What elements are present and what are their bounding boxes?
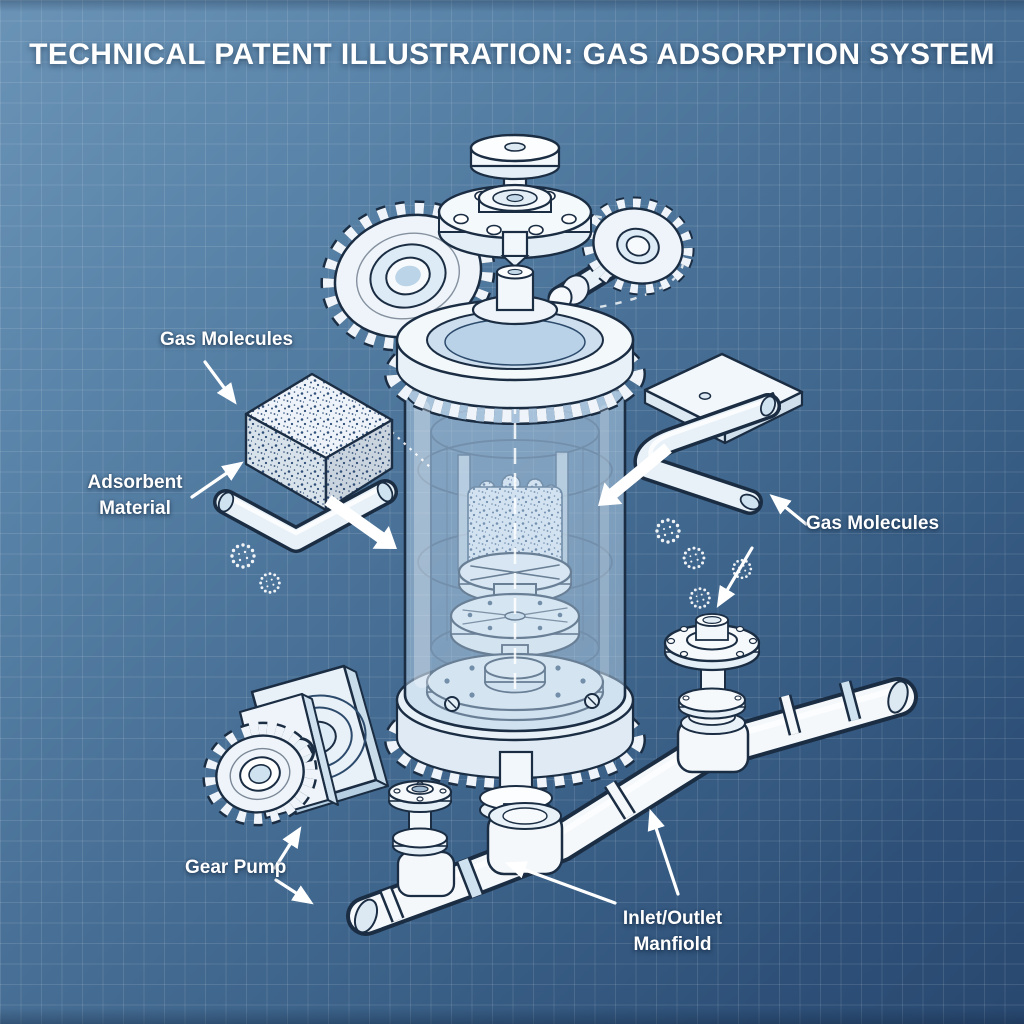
page-title: TECHNICAL PATENT ILLUSTRATION: GAS ADSOR… xyxy=(29,38,995,71)
arrow-gas-molecules-left xyxy=(203,360,237,405)
label-manifold-line2: Manfiold xyxy=(633,934,712,955)
inlet-outlet-manifold xyxy=(346,613,918,936)
label-adsorbent-line2: Material xyxy=(99,498,171,519)
flow-arrow-right xyxy=(598,443,672,506)
arrow-manifold-tee xyxy=(504,861,617,905)
arrow-manifold-pipe xyxy=(647,808,680,896)
center-tee xyxy=(486,802,564,876)
rim-screws xyxy=(444,693,600,712)
label-manifold-line1: Inlet/Outlet xyxy=(622,908,723,929)
top-ring-gear xyxy=(384,264,646,425)
label-gear-pump: Gear Pump xyxy=(185,857,287,878)
arrow-gear-pump-down xyxy=(274,878,314,905)
top-shaft-coupling xyxy=(437,133,593,269)
flow-arrow-left xyxy=(324,495,397,549)
label-gas-molecules-left: Gas Molecules xyxy=(160,329,294,350)
gear-pump xyxy=(202,664,389,827)
label-inlet-outlet-manifold: Inlet/Outlet Manfiold xyxy=(590,906,755,958)
annotation-arrows xyxy=(190,360,808,905)
adsorption-vessel xyxy=(384,264,646,791)
label-adsorbent-line1: Adsorbent xyxy=(87,472,183,493)
arrow-gear-pump-up xyxy=(273,826,302,870)
right-valve xyxy=(663,613,761,774)
left-valve xyxy=(387,779,456,898)
adsorbent-material-block xyxy=(244,372,394,512)
dotted-guide-line xyxy=(391,431,431,468)
arrow-gas-molecules-right xyxy=(769,494,808,526)
arrow-adsorbent-material xyxy=(190,461,244,499)
label-adsorbent-material: Adsorbent Material xyxy=(55,470,215,522)
arrow-valve-flange xyxy=(716,546,754,608)
left-bent-bar xyxy=(213,479,398,553)
label-gas-molecules-right: Gas Molecules xyxy=(806,513,940,534)
